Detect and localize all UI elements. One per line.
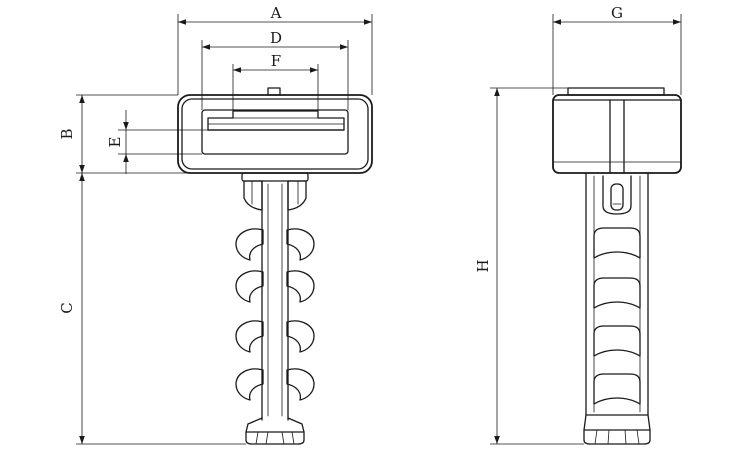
dimension-h: H	[474, 87, 584, 445]
dimension-f: F	[232, 52, 319, 111]
side-view	[552, 87, 682, 445]
dimension-a: A	[177, 4, 373, 95]
dimension-e: E	[106, 110, 208, 174]
dimension-g: G	[552, 4, 682, 95]
side-body	[585, 172, 649, 416]
front-ribs-left	[235, 228, 264, 401]
dim-label-d: D	[270, 29, 282, 47]
side-foot	[583, 414, 651, 445]
dimension-c: C	[58, 173, 246, 445]
front-head	[177, 87, 373, 174]
front-view	[177, 87, 373, 445]
side-head	[552, 87, 682, 174]
dim-label-a: A	[270, 4, 282, 22]
side-windows	[593, 227, 641, 405]
dim-label-f: F	[271, 52, 281, 70]
dim-label-c: C	[58, 302, 76, 313]
dimension-b: B	[58, 94, 242, 174]
front-shaft	[261, 180, 289, 421]
dim-label-h: H	[474, 259, 492, 272]
front-neck	[241, 172, 309, 211]
front-ribs-right	[286, 228, 315, 401]
dim-label-g: G	[611, 4, 623, 22]
dim-label-e: E	[106, 137, 124, 148]
dim-label-b: B	[58, 128, 76, 139]
dimension-d: D	[201, 29, 349, 110]
front-foot	[245, 417, 305, 445]
